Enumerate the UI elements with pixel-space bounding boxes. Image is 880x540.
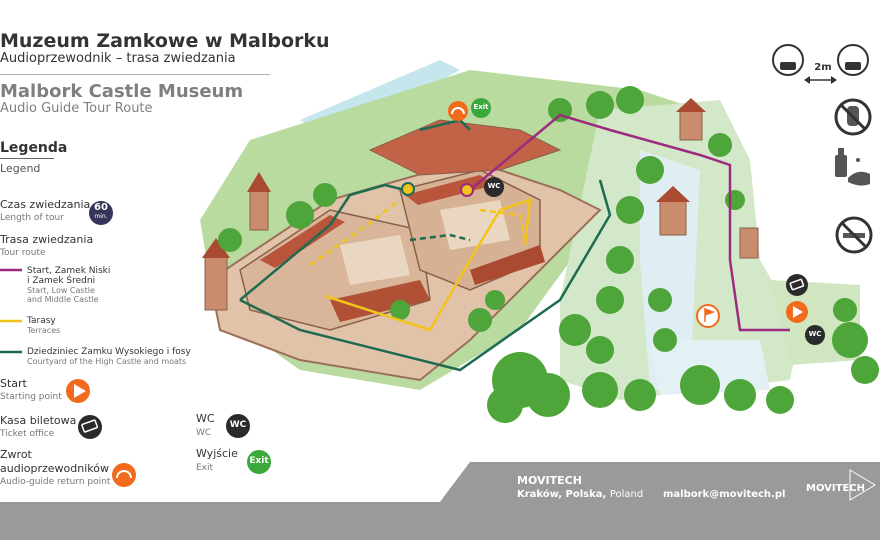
route-1-en2: and Middle Castle [27,295,99,304]
ticket-label: Kasa biletowa [0,414,77,427]
route-3-en1: Courtyard of the High Castle and moats [27,357,187,366]
tour-length-unit: min. [94,213,108,220]
movitech-logo [849,469,876,501]
tour-length-label-en: Length of tour [0,213,64,223]
gate-tower [659,199,687,236]
footer-city: Kraków, Polska, [517,489,607,500]
route-high-castle-moats [239,179,612,372]
legend-route-3: Dziedziniec Zamku Wysokiego i fosy Court… [27,347,191,366]
gate-tower-roof [656,186,690,202]
tower-1 [204,254,228,311]
footer-left-strip [0,462,500,540]
map-flag-marker [696,304,720,328]
legend-exit-icon [247,450,271,474]
return-label-2: audioprzewodników [0,462,109,475]
tour-length-value: 60 [94,202,108,213]
tower-4-roof [676,98,706,112]
play-icon [793,306,803,318]
legend-ticket-icon [81,419,99,433]
route-terraces-dashed [309,199,401,267]
legend-divider [0,158,54,159]
footer-logo-text: MOVITECH [806,483,866,494]
map-start-marker-route-1 [401,182,415,196]
route-terraces-dashed-2 [479,208,527,241]
map-exit-marker [471,98,491,118]
return-label-en: Audio-guide return point [0,477,111,487]
roofs-1 [260,215,345,268]
map-wc-text-2: WC [808,330,822,338]
tower-1-roof [202,238,230,258]
subtitle-polish: Audioprzewodnik – trasa zwiedzania [0,51,236,66]
legend-play-icon [74,384,86,398]
trees [218,86,879,423]
legend-headphones-icon [116,470,132,479]
exit-label: Wyjście [196,447,238,460]
map-wc-marker-2 [805,325,825,345]
route-2-en1: Terraces [27,326,61,335]
tour-route-label-en: Tour route [0,248,46,258]
route-2-line1: Tarasy [27,316,56,326]
route-high-castle-moats-dashed [409,233,471,242]
roofs-2 [330,280,430,322]
return-label-1: Zwrot [0,448,32,461]
start-label-en: Starting point [0,392,62,402]
tour-route-label: Trasa zwiedzania [0,233,94,246]
exit-badge-text: Exit [249,456,269,466]
flag-icon [704,307,716,322]
roofs-4 [470,245,545,285]
tower-3 [739,227,759,259]
roofs-5 [368,119,562,176]
ticket-label-en: Ticket office [0,429,55,439]
footer-address: Kraków, Polska, Poland [517,489,643,500]
route-start-low-middle-castle [469,113,790,332]
legend-wc-icon [226,414,250,438]
title-english: Malbork Castle Museum [0,81,244,102]
roofs-3 [405,175,495,205]
map-ticket-marker [786,274,808,296]
route-1-line1: Start, Zamek Niski [27,266,111,276]
map-exit-text: Exit [473,103,489,111]
tower-4 [679,109,703,141]
map-audio-return-marker [448,101,468,121]
no-smoking-icon [835,216,873,254]
legend-headphones-icon-bg [112,463,136,487]
legend-ticket-icon-bg [78,415,102,439]
header-divider [0,74,270,75]
footer-country: Poland [609,489,644,500]
hand-sanitizer-icon [835,148,870,186]
wc-badge-text: WC [229,420,247,430]
map-wc-marker [484,177,504,197]
route-high-castle-moats-2 [239,183,406,301]
start-label: Start [0,377,27,390]
map-start-marker-route-2 [460,183,474,197]
subtitle-english: Audio Guide Tour Route [0,101,153,116]
tower-2-roof [247,172,271,192]
exit-label-en: Exit [196,463,214,473]
map-wc-text: WC [487,182,501,190]
legend-title: Legenda [0,140,68,156]
legend-route-2: Tarasy Terraces [27,316,60,335]
distance-label: 2m [814,62,832,73]
no-touch-icon [834,98,872,136]
title-polish: Muzeum Zamkowe w Malborku [0,30,330,52]
tour-length-label: Czas zwiedzania [0,198,91,211]
legend-title-en: Legend [0,162,41,175]
route-1-en1: Start, Low Castle [27,286,95,295]
footer-email[interactable]: malbork@movitech.pl [663,489,786,500]
route-terraces [324,198,532,332]
tour-length-badge [89,201,113,225]
distance-rule-icon [772,44,869,84]
wc-label-en: WC [196,428,212,438]
ticket-icon [789,278,805,291]
route-3-line1: Dziedziniec Zamku Wysokiego i fosy [27,347,191,357]
legend-route-1: Start, Zamek Niski i Zamek Średni Start,… [27,266,110,304]
map-headphones-icon [451,107,465,115]
footer-company: MOVITECH [517,474,582,487]
tower-2 [249,189,269,231]
wc-label: WC [196,412,215,425]
route-1-line2: i Zamek Średni [27,276,96,286]
courtyard-1 [340,235,410,285]
